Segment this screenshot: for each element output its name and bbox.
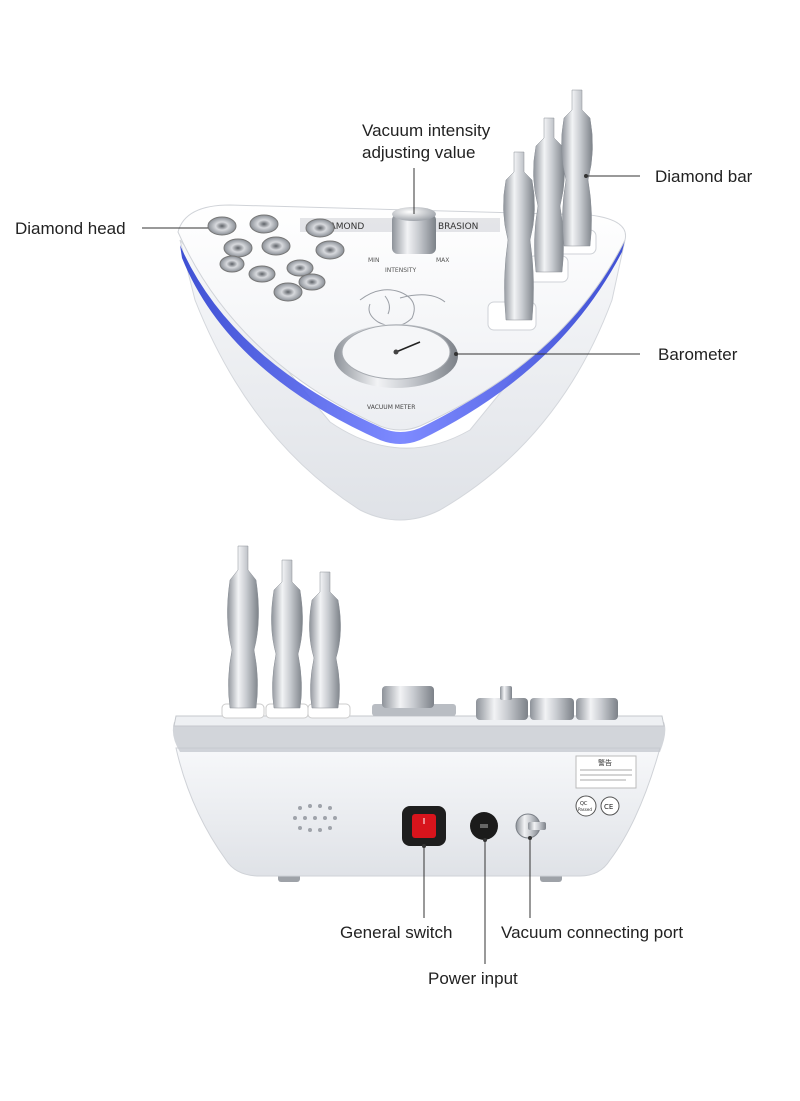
- diamond-bar: [309, 571, 341, 709]
- leader-dot: [528, 836, 532, 840]
- side-leader-lines: [423, 838, 531, 964]
- diamond-bar: [227, 545, 259, 709]
- translucent-band: [172, 722, 666, 752]
- diamond-head: [273, 282, 303, 302]
- vacuum-connecting-port[interactable]: [515, 813, 546, 839]
- callout-power-input: Power input: [428, 969, 518, 988]
- diamond-head: [305, 218, 335, 238]
- leader-dot: [584, 174, 588, 178]
- diamond-head: [223, 238, 253, 258]
- callout-diamond-head: Diamond head: [15, 219, 126, 238]
- callout-general-switch: General switch: [340, 923, 453, 942]
- top-device-lower-shell: [179, 239, 626, 521]
- ce-badge: CE: [600, 796, 620, 816]
- diamond-head: [286, 259, 314, 277]
- top-leader-lines: [142, 168, 640, 355]
- diamond-head: [315, 240, 345, 260]
- diamond-head: [219, 255, 245, 273]
- diamond-head: [207, 216, 237, 236]
- leader-dot: [422, 844, 426, 848]
- qc-passed-badge: QC Passed: [575, 795, 597, 817]
- callout-diamond-bar: Diamond bar: [655, 167, 753, 186]
- knob-min-label: MIN: [368, 257, 379, 264]
- qc-text: QC: [580, 801, 588, 807]
- warning-label: 警告: [575, 755, 637, 789]
- warning-title: 警告: [598, 758, 612, 767]
- leader-dot: [454, 352, 458, 356]
- qc-passed-text: Passed: [578, 807, 592, 812]
- barometer-gauge: [334, 324, 458, 388]
- speaker-grille: [293, 804, 337, 832]
- side-view-device: 警告 QC Passed CE: [172, 545, 666, 882]
- callout-vacuum-intensity-line1: Vacuum intensity: [362, 121, 491, 140]
- face-sketch-graphic: [359, 289, 446, 327]
- intensity-knob[interactable]: [392, 194, 436, 254]
- diamond-bar: [533, 117, 565, 273]
- intensity-knob-side[interactable]: [372, 686, 456, 716]
- diamond-head: [249, 214, 279, 234]
- diamond-head: [261, 236, 291, 256]
- diamond-heads-cluster: [207, 214, 345, 302]
- diamond-bar: [271, 559, 303, 709]
- diamond-head: [248, 265, 276, 283]
- knob-max-label: MAX: [436, 257, 449, 264]
- callout-barometer: Barometer: [658, 345, 738, 364]
- ce-text: CE: [604, 803, 613, 811]
- power-input-jack[interactable]: [470, 812, 498, 840]
- panel-label-right: BRASION: [438, 222, 478, 232]
- callout-vacuum-connecting-port: Vacuum connecting port: [501, 923, 684, 942]
- general-switch[interactable]: [402, 806, 446, 846]
- knob-intensity-label: INTENSITY: [385, 267, 416, 274]
- callout-vacuum-intensity-line2: adjusting value: [362, 143, 476, 162]
- panel-label-left: DIAMOND: [320, 222, 364, 232]
- vacuum-meter-label: VACUUM METER: [367, 404, 415, 411]
- diamond-head: [298, 273, 326, 291]
- diamond-bar: [561, 89, 593, 247]
- diamond-heads-side: [476, 686, 618, 720]
- top-view-device: DIAMOND BRASION MIN MAX INTENSITY VACUUM…: [177, 89, 627, 521]
- leader-dot: [483, 838, 487, 842]
- diamond-bar: [503, 151, 535, 321]
